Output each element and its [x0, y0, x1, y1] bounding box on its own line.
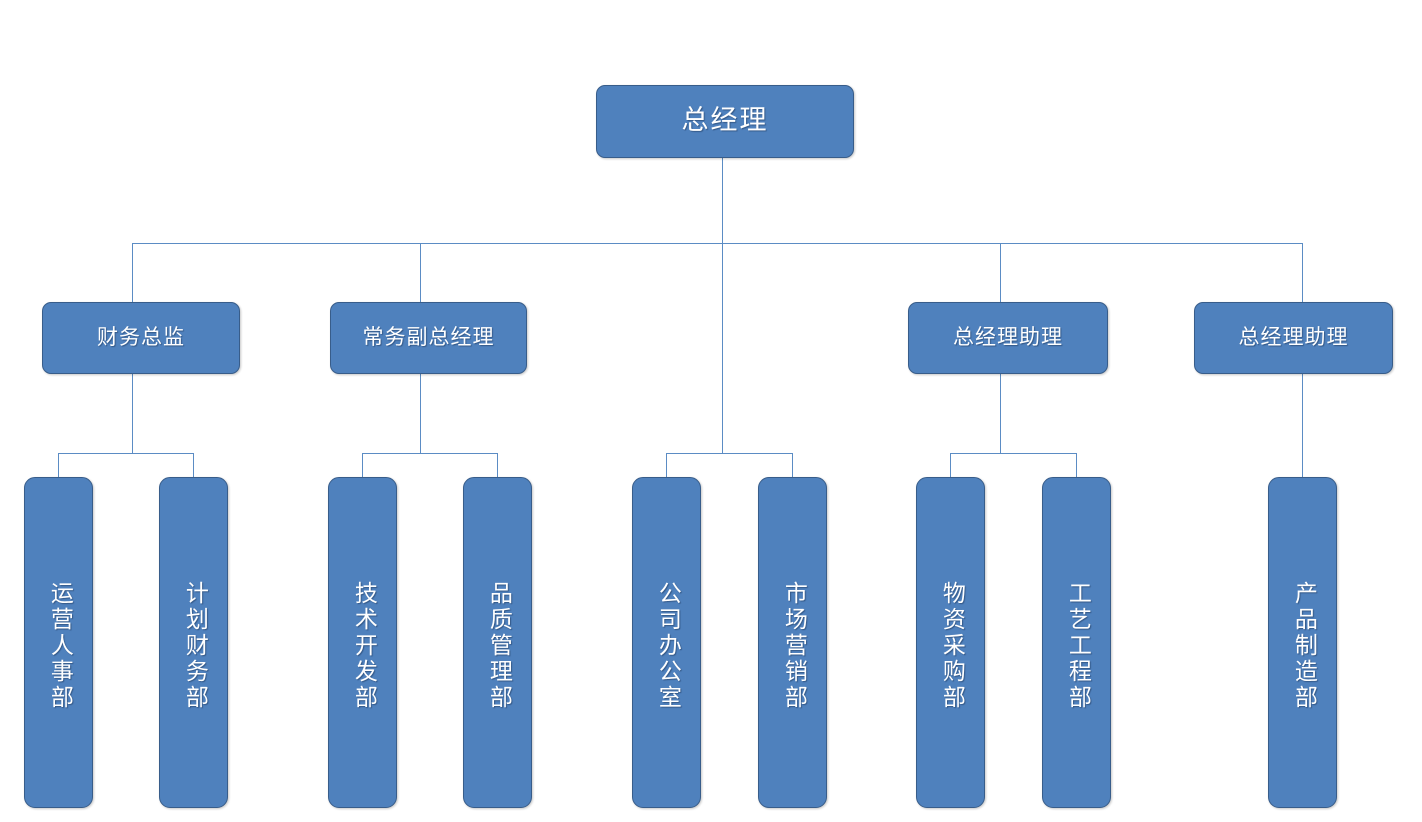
node-label: 工艺工程部 [1064, 580, 1091, 711]
connector-assistant-1-to-dept-7 [950, 453, 951, 478]
node-label: 产品制造部 [1290, 580, 1317, 711]
connector-bus-to-evp [420, 243, 421, 302]
connector-root-trunk [722, 158, 723, 243]
node-department-materials-procurement[interactable]: 物资采购部 [916, 477, 985, 808]
connector-center-trunk [722, 243, 723, 453]
node-department-technology-development[interactable]: 技术开发部 [328, 477, 397, 808]
node-department-quality-management[interactable]: 品质管理部 [463, 477, 532, 808]
connector-assistant-1-stem [1000, 374, 1001, 453]
connector-center-bus [666, 453, 792, 454]
node-general-manager[interactable]: 总经理 [596, 85, 854, 158]
connector-bus-to-assistant-1 [1000, 243, 1001, 302]
node-label: 品质管理部 [485, 580, 512, 711]
node-department-planning-finance[interactable]: 计划财务部 [159, 477, 228, 808]
connector-cfo-to-dept-2 [193, 453, 194, 478]
node-gm-assistant-1[interactable]: 总经理助理 [908, 302, 1108, 374]
node-label: 常务副总经理 [362, 325, 495, 350]
node-label: 技术开发部 [350, 580, 377, 711]
node-gm-assistant-2[interactable]: 总经理助理 [1194, 302, 1393, 374]
node-label: 运营人事部 [46, 580, 73, 711]
node-department-company-office[interactable]: 公司办公室 [632, 477, 701, 808]
connector-cfo-bus [58, 453, 193, 454]
connector-cfo-stem [132, 374, 133, 453]
node-department-operations-hr[interactable]: 运营人事部 [24, 477, 93, 808]
connector-assistant-1-bus [950, 453, 1076, 454]
node-label: 总经理助理 [953, 325, 1063, 350]
node-label: 总经理助理 [1238, 325, 1349, 350]
connector-center-to-dept-6 [792, 453, 793, 478]
node-department-marketing[interactable]: 市场营销部 [758, 477, 827, 808]
node-label: 物资采购部 [938, 580, 965, 711]
node-label: 财务总监 [97, 325, 185, 350]
connector-cfo-to-dept-1 [58, 453, 59, 478]
node-label: 计划财务部 [181, 580, 208, 711]
node-department-product-manufacturing[interactable]: 产品制造部 [1268, 477, 1337, 808]
node-label: 公司办公室 [654, 580, 681, 711]
connector-evp-stem [420, 374, 421, 453]
connector-center-to-dept-5 [666, 453, 667, 478]
node-cfo[interactable]: 财务总监 [42, 302, 240, 374]
node-department-process-engineering[interactable]: 工艺工程部 [1042, 477, 1111, 808]
connector-evp-bus [362, 453, 497, 454]
connector-bus-to-cfo [132, 243, 133, 302]
connector-assistant-1-to-dept-8 [1076, 453, 1077, 478]
connector-assistant-2-to-dept-9 [1302, 374, 1303, 478]
node-label: 市场营销部 [780, 580, 807, 711]
connector-main-bus [132, 243, 1303, 244]
connector-evp-to-dept-3 [362, 453, 363, 478]
connector-evp-to-dept-4 [497, 453, 498, 478]
node-label: 总经理 [681, 105, 769, 137]
node-executive-deputy-gm[interactable]: 常务副总经理 [330, 302, 527, 374]
connector-bus-to-assistant-2 [1302, 243, 1303, 302]
